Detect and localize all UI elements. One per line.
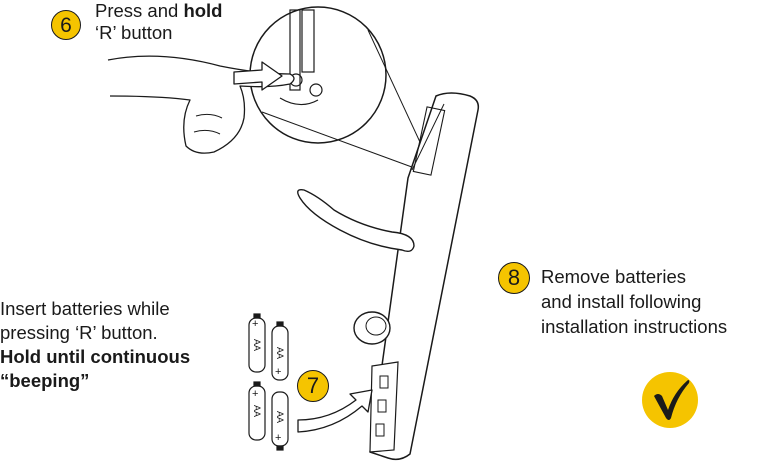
- step-6-bold: hold: [183, 0, 223, 21]
- battery-plus: +: [275, 432, 282, 444]
- battery-label: AA: [275, 410, 285, 423]
- door-handle-icon: [297, 92, 480, 461]
- step-6-line-2: ‘R’ button: [95, 22, 173, 43]
- zoom-detail: [249, 6, 433, 171]
- step-7-line-1: Insert batteries while: [0, 298, 170, 319]
- step-7-line-2: pressing ‘R’ button.: [0, 322, 158, 343]
- step-8-line-2: and install following: [541, 291, 702, 312]
- battery-plus: +: [252, 388, 259, 400]
- battery-icon: [248, 313, 289, 451]
- battery-label: AA: [275, 346, 285, 359]
- step-7-badge: 7: [297, 370, 329, 402]
- battery-plus: +: [252, 318, 259, 330]
- step-8-line-1: Remove batteries: [541, 266, 686, 287]
- arrow-icon: [233, 61, 283, 91]
- step-6-badge: 6: [51, 10, 81, 40]
- checkmark-icon: [642, 372, 698, 428]
- battery-label: AA: [252, 338, 262, 351]
- insert-arrow-icon: [297, 389, 373, 433]
- step-6-line-1: Press and hold: [95, 0, 222, 22]
- battery-plus: +: [275, 366, 282, 378]
- step-8-line-3: installation instructions: [541, 316, 728, 337]
- battery-label: AA: [252, 404, 262, 417]
- step-7-line-3: Hold until continuous: [0, 346, 191, 367]
- step-6-prefix: Press and: [95, 0, 184, 21]
- step-8-badge: 8: [498, 262, 530, 294]
- step-7-line-4: “beeping”: [0, 370, 90, 391]
